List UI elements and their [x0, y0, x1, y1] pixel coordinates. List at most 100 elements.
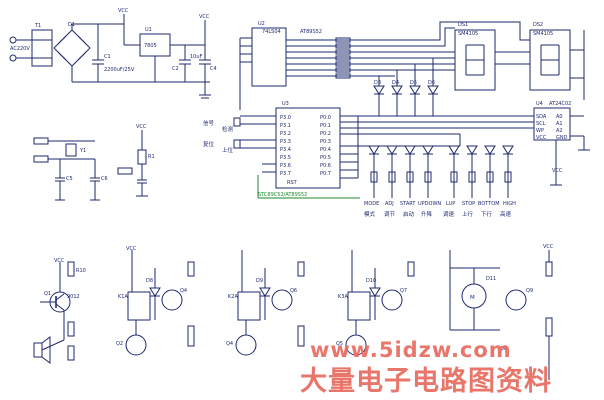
decoder-label: U2 [258, 21, 265, 27]
relay-k3 [347, 291, 371, 321]
driver2-q-label: Q2 [116, 341, 123, 347]
cap-c6-label: C6 [101, 176, 108, 182]
mcu-pin-r7: P0.7 [320, 171, 331, 177]
driver1-r-label: R10 [76, 268, 86, 274]
eeprom-chip [533, 107, 571, 141]
mcu-pin-l2: P3.2 [280, 131, 291, 137]
driver-stage-3: K2A D9 Q4 Q6 [226, 250, 305, 356]
input-label-1: 信号 [203, 119, 215, 127]
transformer [31, 29, 53, 67]
driver5-q-label: Q8 [500, 346, 507, 352]
button-code-3: START [400, 201, 416, 207]
driver5-label: Q9 [526, 288, 533, 294]
button-section: MODE ADJ START UPDOWN LUP STOP BOTTOM HI… [357, 116, 516, 218]
diode-d9 [259, 287, 271, 297]
power-supply-section: AC220V T1 D1 C1 2200uF/25V U1 7805 VCC C… [9, 8, 217, 99]
button-label-7: 下行 [481, 210, 493, 218]
eeprom-pin-0: SDA [536, 114, 547, 120]
mcu-pin-r1: P0.1 [320, 123, 331, 129]
mcu-pin-l1: P3.1 [280, 123, 291, 129]
driver3-q-label: Q4 [226, 341, 233, 347]
mcu-pin-r5: P0.5 [320, 155, 331, 161]
mcu-section: U3 RST STC89C52/AT89S52 P3.0 P3.1 P3.2 P… [203, 101, 560, 199]
transistor-q2 [125, 334, 147, 356]
driver-stage-2: K1A D8 Q2 Q4 VCC [116, 246, 195, 356]
bridge-rectifier [53, 29, 91, 67]
mains-label: AC220V [10, 46, 30, 52]
resistor-r1-label: R1 [148, 154, 155, 160]
seg2-digit [540, 44, 560, 76]
driver2-diode-label: D8 [146, 278, 153, 284]
cap2-label: C2 [172, 66, 179, 72]
vcc-label-7: VCC [543, 244, 554, 250]
display-section: DS1 SM4105 DS2 SM4105 [395, 21, 585, 100]
watermark-title: 大量电子电路图资料 [300, 365, 552, 397]
eeprom-pin-6: A2 [556, 128, 563, 134]
button-code-1: MODE [364, 201, 379, 207]
cap1-label: C1 [104, 54, 111, 60]
led-d5-label: D5 [410, 80, 417, 86]
mcu-note: STC89C52/AT89S52 [258, 192, 307, 198]
mcu-pin-l5: P3.5 [280, 155, 291, 161]
button-code-5: LUP [446, 201, 455, 207]
crystal-y1 [65, 143, 77, 157]
driver-stage-5: M D11 Q9 Q8 VCC [449, 244, 554, 380]
transformer-label: T1 [34, 23, 41, 29]
transistor-q4 [235, 334, 257, 356]
relay-k1 [127, 291, 151, 321]
mcu-pin-l6: P3.6 [280, 163, 291, 169]
driver5-diode-label: D11 [486, 276, 496, 282]
eeprom-pin-5: A1 [556, 121, 563, 127]
vcc-label-1: VCC [118, 8, 129, 14]
led-d6-label: D6 [428, 80, 435, 86]
mcu-pin-r3: P0.3 [320, 139, 331, 145]
eeprom-label: U4 [536, 101, 543, 107]
led-d4 [391, 85, 403, 95]
decoder-net-label: AT89S52 [300, 29, 322, 35]
button-code-7: BOTTOM [478, 201, 500, 207]
driver-stage-4: K3A D10 Q5 Q7 [336, 250, 415, 356]
button-label-3: 启动 [403, 210, 415, 218]
led-d5 [409, 85, 421, 95]
seg1-digit [465, 44, 485, 76]
transistor-q3 [161, 289, 183, 311]
input-label-2: 检测 [222, 125, 234, 133]
button-label-6: 上行 [462, 210, 474, 218]
mains-terminal-1 [9, 36, 17, 44]
mcu-pin-r6: P0.6 [320, 163, 331, 169]
led-row: D3 D4 D5 D6 [373, 58, 439, 116]
regulator-label: U1 [145, 27, 152, 33]
connector-1 [33, 137, 49, 145]
button-column-diodes [368, 145, 514, 155]
input-label-4: 上位 [222, 146, 234, 154]
button-label-2: 调节 [384, 210, 396, 218]
vcc-label-3: VCC [136, 124, 147, 130]
eeprom-pin-7: GND [556, 135, 568, 141]
display1-label: DS1 [458, 22, 468, 28]
eeprom-pin-3: VCC [536, 135, 547, 141]
mcu-pin-l4: P3.4 [280, 147, 291, 153]
driver2-label: Q4 [180, 288, 187, 294]
eeprom-part: AT24C02 [549, 101, 571, 107]
display2-part: SM4105 [533, 31, 553, 37]
led-d6 [427, 85, 439, 95]
mcu-pin-l3: P3.3 [280, 139, 291, 145]
button-code-8: HIGH [503, 201, 516, 207]
driver4-relay-label: K3A [338, 294, 348, 300]
display2-label: DS2 [533, 22, 543, 28]
regulator-part: 7805 [144, 43, 157, 49]
diode-d8 [149, 287, 161, 297]
driver1-q-part: 9012 [67, 294, 80, 300]
mcu-pin-r4: P0.4 [320, 147, 331, 153]
vcc-label-2: VCC [199, 14, 210, 20]
transistor-q8 [505, 289, 527, 311]
button-code-4: UPDOWN [418, 201, 441, 207]
button-code-2: ADJ [385, 201, 394, 207]
driver4-diode-label: D10 [366, 278, 376, 284]
driver4-label: Q7 [400, 288, 407, 294]
diode-d10 [369, 287, 381, 297]
cap1-value: 2200uF/25V [104, 67, 135, 73]
driver3-relay-label: K2A [228, 294, 238, 300]
mcu-bottom-label: RST [287, 180, 298, 186]
eeprom-pin-2: WP [536, 128, 544, 134]
